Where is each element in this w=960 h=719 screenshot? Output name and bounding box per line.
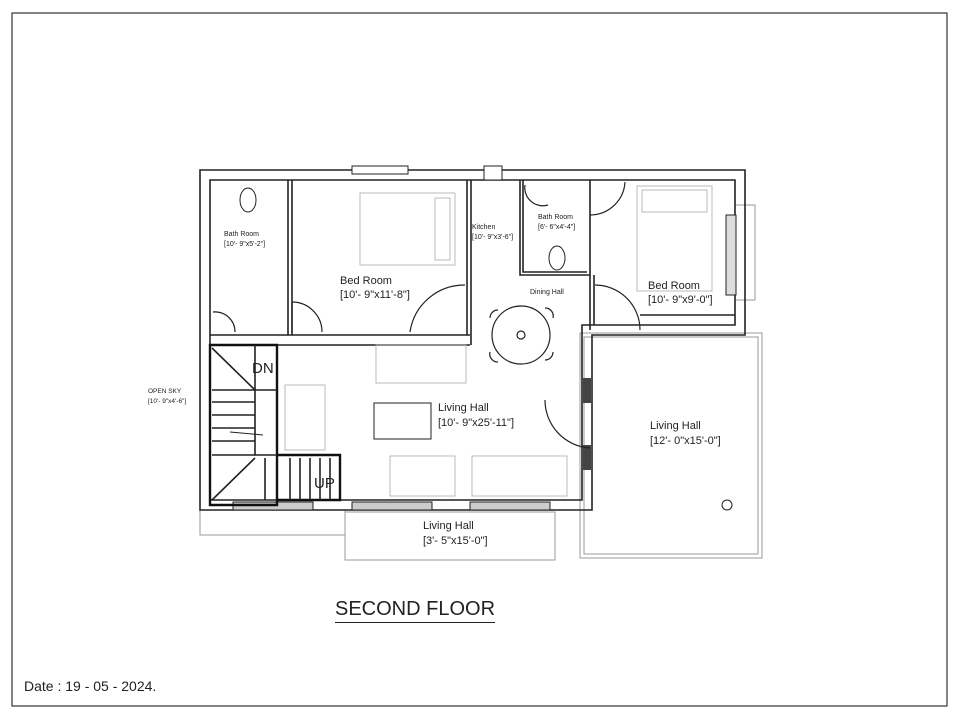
dining-name: Dining Hall xyxy=(530,289,564,296)
toilet-icon xyxy=(239,187,566,271)
dining-table-icon xyxy=(489,305,554,365)
outer-walls xyxy=(199,169,746,511)
balcony-bottom xyxy=(344,511,556,561)
bed2-size: [10'- 9"x9'-0"] xyxy=(648,294,713,306)
open-sky-name: OPEN SKY xyxy=(148,388,182,395)
terrace-right xyxy=(579,332,763,559)
living-right-size: [12'- 0"x15'-0"] xyxy=(650,435,721,447)
living-main-name: Living Hall xyxy=(438,402,489,414)
bath2-size: [6'- 6"x4'-4"] xyxy=(538,224,575,231)
bed1-name: Bed Room xyxy=(340,275,392,287)
bath1-size: [10'- 9"x5'-2"] xyxy=(224,241,265,248)
windows xyxy=(232,165,737,511)
bath2-name: Bath Room xyxy=(538,214,573,221)
drawing-date: Date : 19 - 05 - 2024. xyxy=(24,678,157,694)
stairs-down-label: DN xyxy=(252,360,274,377)
coffee-table xyxy=(373,402,432,440)
stairs-up-label: UP xyxy=(314,475,335,492)
living-bottom-size: [3'- 5"x15'-0"] xyxy=(423,535,488,547)
kitchen-name: Kitchen xyxy=(472,224,495,231)
drain-icon xyxy=(721,499,733,511)
bed1-size: [10'- 9"x11'-8"] xyxy=(340,289,410,301)
sofa-icon xyxy=(284,344,568,497)
staircase xyxy=(208,343,342,507)
open-sky-size: [10'- 9"x4'-6"] xyxy=(148,398,186,405)
drawing-border xyxy=(11,12,948,707)
floor-title: SECOND FLOOR xyxy=(335,598,496,623)
bath1-name: Bath Room xyxy=(224,231,259,238)
living-main-size: [10'- 9"x25'-11"] xyxy=(438,417,514,429)
living-bottom-name: Living Hall xyxy=(423,520,474,532)
bed-icon xyxy=(359,185,713,292)
living-right-name: Living Hall xyxy=(650,420,701,432)
kitchen-size: [10'- 9"x3'-6"] xyxy=(472,234,513,241)
interior-walls xyxy=(210,180,735,346)
doors xyxy=(212,181,641,449)
bed2-name: Bed Room xyxy=(648,280,700,292)
